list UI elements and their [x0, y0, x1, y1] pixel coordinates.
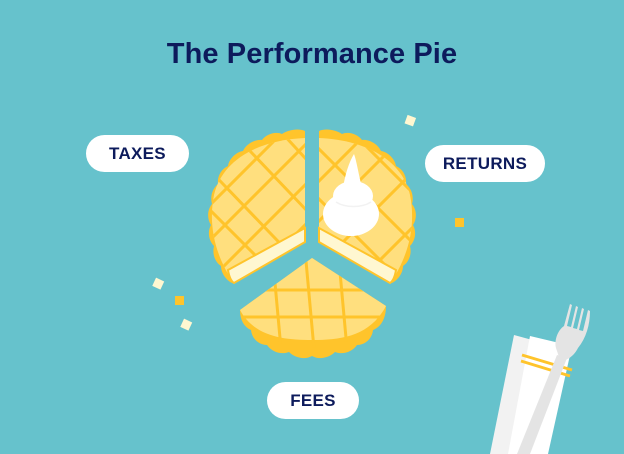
returns-label-text: RETURNS	[442, 153, 528, 173]
fees-label: FEES	[267, 382, 359, 419]
fees-slice	[240, 258, 386, 359]
page-title: The Performance Pie	[166, 38, 458, 70]
fork-icon	[517, 304, 590, 454]
fees-label-text: FEES	[290, 390, 336, 410]
returns-slice	[318, 129, 416, 285]
confetti	[152, 114, 464, 331]
taxes-label: TAXES	[86, 135, 189, 172]
taxes-label-text: TAXES	[109, 143, 166, 163]
whipped-cream	[323, 154, 379, 236]
returns-label: RETURNS	[425, 145, 545, 182]
napkin-and-fork	[490, 304, 590, 454]
taxes-slice	[208, 129, 306, 285]
